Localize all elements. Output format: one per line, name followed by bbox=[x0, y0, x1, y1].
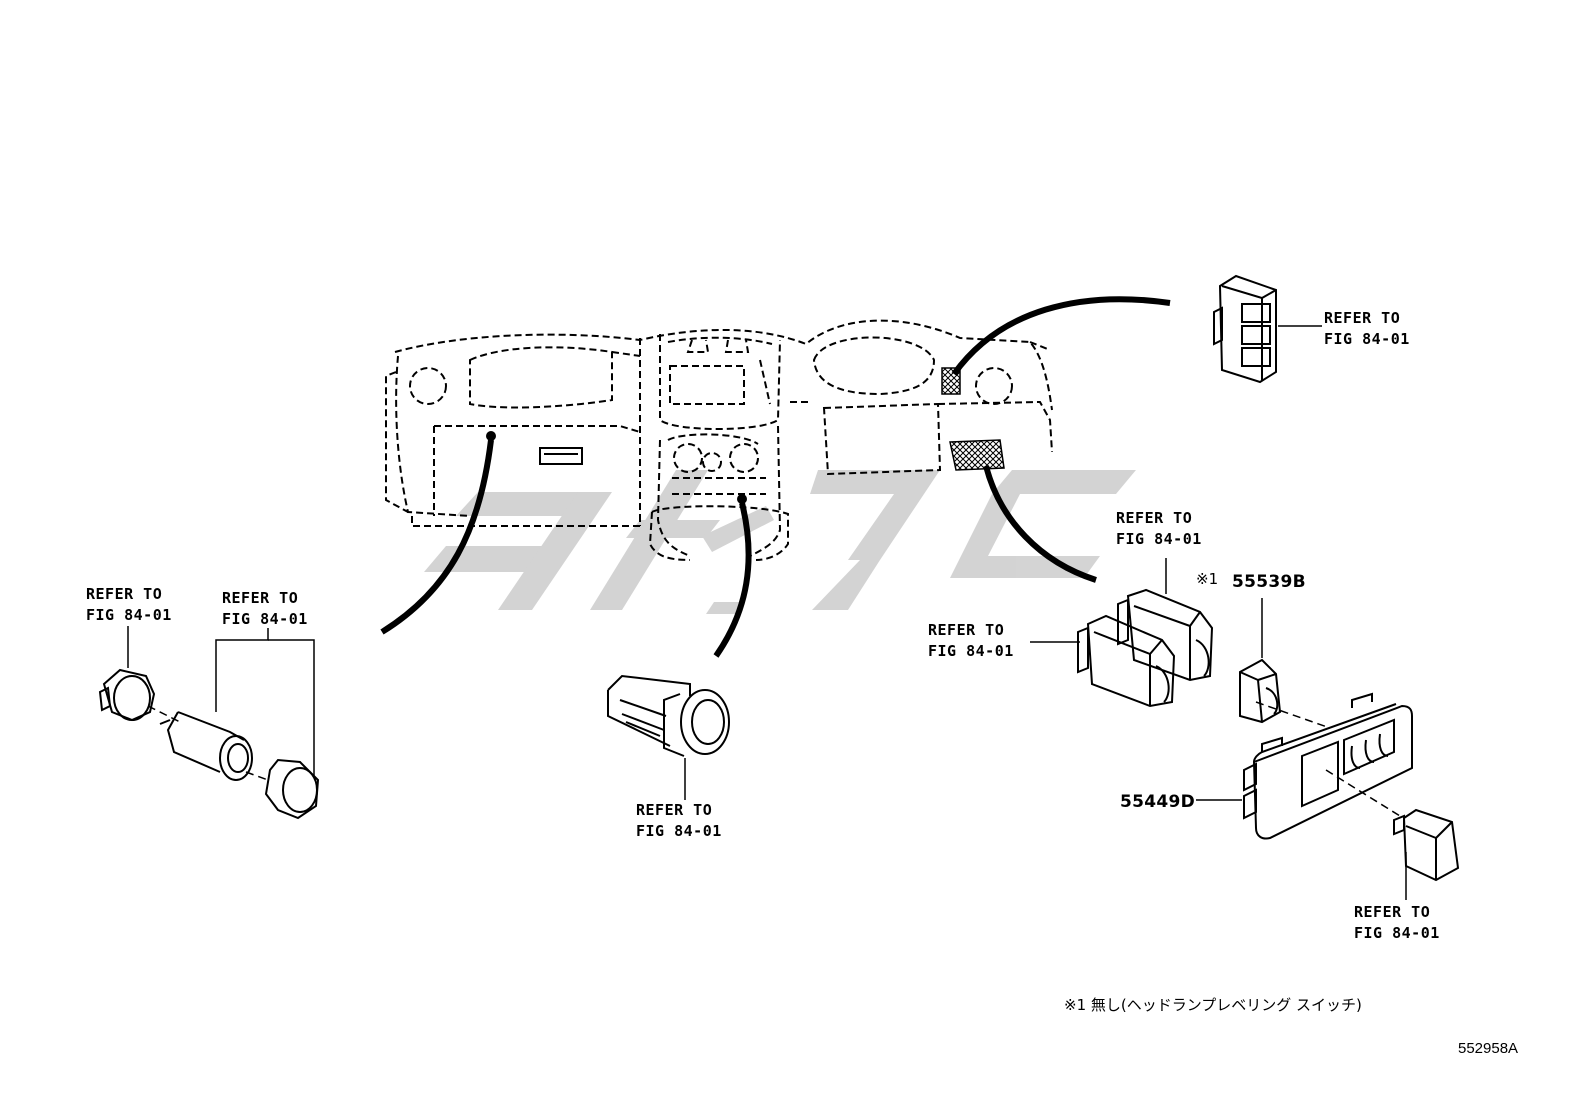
refer-label-lower-right[interactable]: REFER TO FIG 84-01 bbox=[1354, 902, 1440, 944]
refer-label-line2: FIG 84-01 bbox=[636, 822, 722, 840]
watermark-logo bbox=[424, 470, 1136, 614]
locator-dot-console bbox=[737, 494, 747, 504]
console-socket bbox=[607, 674, 730, 757]
refer-label-line2: FIG 84-01 bbox=[1324, 330, 1410, 348]
locator-dot-glovebox bbox=[486, 431, 496, 441]
refer-label-line2: FIG 84-01 bbox=[86, 606, 172, 624]
switch-location-lower bbox=[949, 439, 1005, 471]
leader-curves bbox=[380, 296, 1171, 658]
refer-label-line1: REFER TO bbox=[1116, 509, 1193, 527]
footnote: ※1 無し(ヘッドランプレベリング スイッチ) bbox=[1064, 996, 1362, 1014]
lighter-assembly bbox=[98, 668, 320, 820]
leader-lines bbox=[127, 325, 1407, 900]
refer-label-twin-lower[interactable]: REFER TO FIG 84-01 bbox=[928, 620, 1014, 662]
switch-55539b bbox=[1239, 658, 1282, 724]
refer-label-line1: REFER TO bbox=[222, 589, 299, 607]
refer-label-left-2[interactable]: REFER TO FIG 84-01 bbox=[222, 588, 308, 630]
refer-label-line1: REFER TO bbox=[1324, 309, 1401, 327]
refer-label-line2: FIG 84-01 bbox=[1116, 530, 1202, 548]
part-number-55449d[interactable]: 55449D bbox=[1120, 792, 1196, 812]
refer-label-left-1[interactable]: REFER TO FIG 84-01 bbox=[86, 584, 172, 626]
bezel-panel-55449d bbox=[1243, 692, 1413, 840]
switch-block-upper-right bbox=[1213, 274, 1277, 384]
refer-label-line1: REFER TO bbox=[86, 585, 163, 603]
part-number-55539b[interactable]: 55539B bbox=[1232, 572, 1306, 592]
refer-label-line1: REFER TO bbox=[928, 621, 1005, 639]
refer-label-line2: FIG 84-01 bbox=[928, 642, 1014, 660]
refer-label-twin-upper[interactable]: REFER TO FIG 84-01 bbox=[1116, 508, 1202, 550]
refer-label-line2: FIG 84-01 bbox=[222, 610, 308, 628]
switch-lower-right bbox=[1393, 808, 1460, 882]
diagram-id: 552958A bbox=[1458, 1040, 1519, 1057]
twin-switches bbox=[1077, 588, 1214, 708]
instrument-panel-outline bbox=[385, 319, 1053, 561]
refer-label-top-right[interactable]: REFER TO FIG 84-01 bbox=[1324, 308, 1410, 350]
glovebox-handle bbox=[539, 447, 583, 465]
refer-label-line1: REFER TO bbox=[1354, 903, 1431, 921]
refer-label-console[interactable]: REFER TO FIG 84-01 bbox=[636, 800, 722, 842]
refer-label-line2: FIG 84-01 bbox=[1354, 924, 1440, 942]
refer-label-line1: REFER TO bbox=[636, 801, 713, 819]
part-marker-note-ref: ※1 bbox=[1196, 570, 1219, 588]
